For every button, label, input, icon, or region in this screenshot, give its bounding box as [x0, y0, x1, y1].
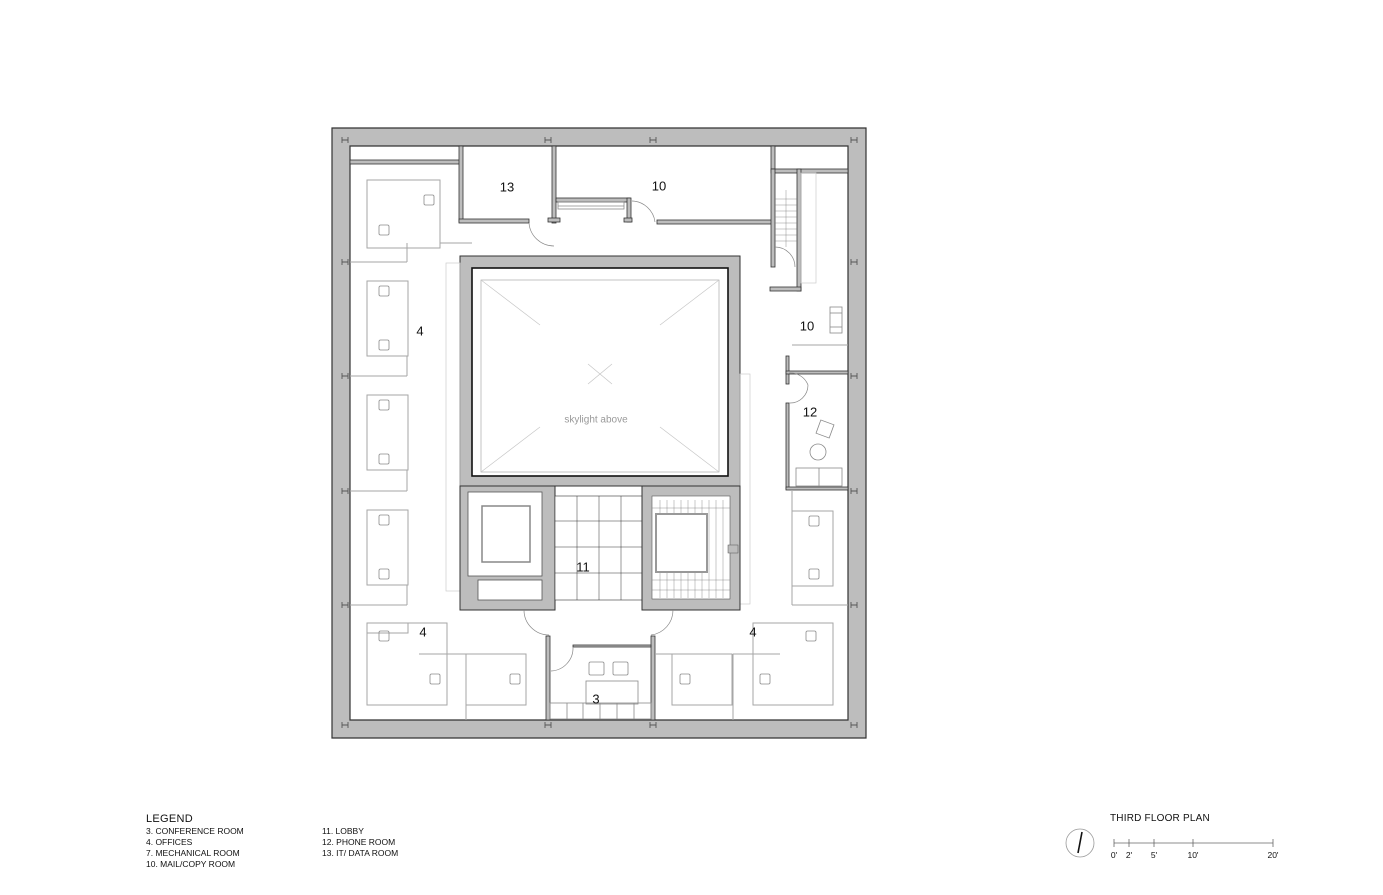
service-stair [775, 172, 817, 284]
room-label-12-phone: 12 [802, 404, 818, 420]
legend-item: 7. MECHANICAL ROOM [146, 848, 240, 858]
scale-tick-label: 2' [1125, 850, 1133, 860]
scale-tick-label: 5' [1150, 850, 1158, 860]
scale-tick-label: 10' [1187, 850, 1199, 860]
scale-tick-label: 0' [1110, 850, 1118, 860]
legend-item: 11. LOBBY [322, 826, 364, 836]
room-label-11-lobby: 11 [576, 559, 590, 575]
legend-title: LEGEND [146, 813, 194, 825]
room-label-4-offices-west: 4 [416, 323, 424, 339]
legend-item: 10. MAIL/COPY ROOM [146, 859, 236, 869]
drawing-title: THIRD FLOOR PLAN [1110, 813, 1210, 824]
atrium-skylight [445, 255, 751, 605]
scale-tick-label: 20' [1267, 850, 1279, 860]
building-core [459, 485, 741, 611]
legend-item: 13. IT/ DATA ROOM [322, 848, 399, 858]
legend-item: 4. OFFICES [146, 837, 193, 847]
office-chairs [378, 194, 843, 720]
legend-column-2: 11. LOBBY 12. PHONE ROOM 13. IT/ DATA RO… [322, 826, 398, 859]
legend: LEGEND 3. CONFERENCE ROOM 4. OFFICES 7. … [146, 813, 398, 869]
office-partitions [350, 179, 848, 720]
legend-column-1: 3. CONFERENCE ROOM 4. OFFICES 7. MECHANI… [146, 826, 244, 870]
room-label-4-offices-southeast: 4 [749, 624, 757, 640]
door-swings [523, 200, 809, 672]
room-label-13: 13 [499, 179, 515, 195]
legend-item: 12. PHONE ROOM [322, 837, 396, 847]
scale-bar [1113, 839, 1274, 847]
room-label-10-east: 10 [799, 318, 815, 334]
room-label-10-mail-copy: 10 [651, 178, 667, 194]
exterior-wall [331, 127, 867, 739]
interior-walls [349, 145, 849, 721]
column-markers [341, 137, 858, 728]
legend-item: 3. CONFERENCE ROOM [146, 826, 244, 836]
north-arrow-icon [1065, 828, 1095, 858]
room-label-3-conference: 3 [592, 691, 600, 707]
skylight-note: skylight above [564, 414, 628, 426]
room-label-4-offices-southwest: 4 [419, 624, 427, 640]
